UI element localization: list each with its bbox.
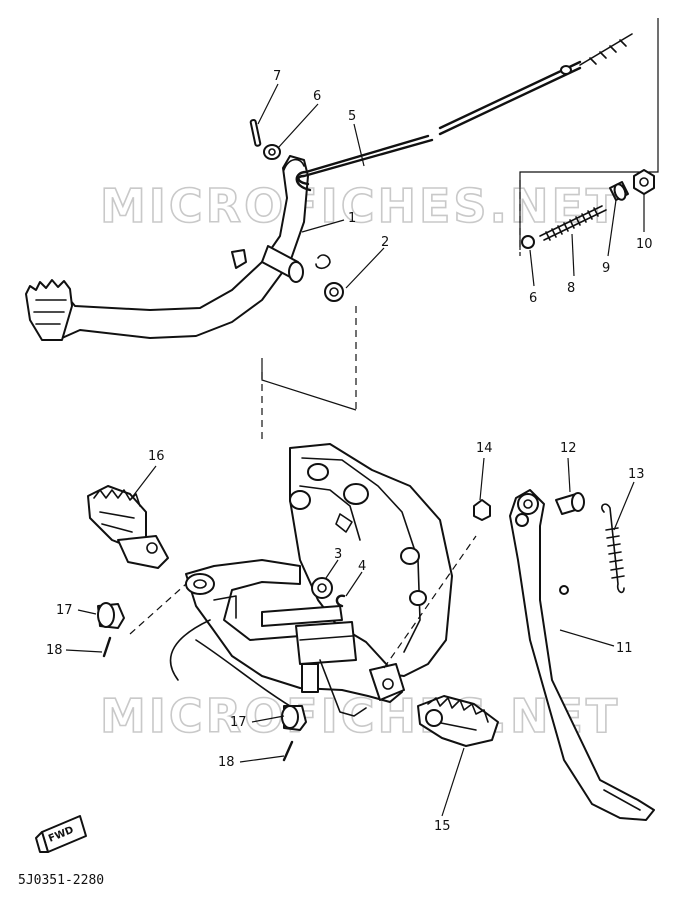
callout-10: 10 — [636, 237, 653, 252]
callout-17-bottom: 17 — [230, 715, 247, 730]
footrest-bracket — [169, 559, 405, 717]
callout-18-left: 18 — [46, 643, 63, 658]
callout-13: 13 — [628, 467, 645, 482]
joint-pin — [609, 181, 629, 201]
frame — [289, 443, 453, 677]
brake-rod — [295, 33, 633, 192]
adjusting-nut — [633, 169, 655, 195]
callout-3: 3 — [334, 547, 342, 562]
callout-16: 16 — [148, 449, 165, 464]
footrest-right — [417, 695, 499, 747]
cotter-pin-right — [282, 740, 294, 762]
callout-8: 8 — [567, 281, 575, 296]
washer-6-top — [263, 144, 281, 160]
callout-1: 1 — [348, 211, 356, 226]
callout-12: 12 — [560, 441, 577, 456]
callout-6-top: 6 — [313, 89, 321, 104]
forward-arrow-icon: FWD — [35, 815, 87, 853]
callout-17-left: 17 — [56, 603, 73, 618]
callout-11: 11 — [616, 641, 633, 656]
watermark-top: MICROFICHES.NET — [100, 179, 620, 233]
callout-6-right: 6 — [529, 291, 537, 306]
callouts: 7 6 5 1 2 6 8 9 10 16 14 12 13 3 4 17 18… — [46, 69, 653, 834]
sidestand-spring — [601, 503, 625, 594]
callout-9: 9 — [602, 261, 610, 276]
callout-7: 7 — [273, 69, 281, 84]
sidestand-nut — [473, 499, 491, 521]
footrest-pin-left — [97, 602, 125, 629]
plain-washer — [311, 577, 333, 599]
callout-2: 2 — [381, 235, 389, 250]
cotter-pin-left — [102, 636, 112, 658]
sidestand — [509, 489, 655, 821]
leader-lines — [65, 83, 645, 817]
callout-15: 15 — [434, 819, 451, 834]
watermark-bottom: MICROFICHES.NET — [100, 689, 620, 743]
callout-14: 14 — [476, 441, 493, 456]
callout-4: 4 — [358, 559, 366, 574]
cotter-pin — [249, 119, 262, 147]
washer-6-right — [521, 235, 535, 249]
brake-rod-spring — [539, 205, 607, 241]
sidestand-bolt — [555, 492, 585, 515]
circlip — [335, 594, 346, 608]
footrest-pin-right — [281, 705, 307, 731]
brake-return-spring — [315, 254, 344, 302]
brake-pedal — [25, 155, 309, 341]
callout-18-bottom: 18 — [218, 755, 235, 770]
diagram-code: 5J0351-2280 — [18, 873, 104, 888]
pivot-shaft — [261, 245, 304, 283]
footrest-left — [87, 485, 169, 569]
callout-5: 5 — [348, 109, 356, 124]
